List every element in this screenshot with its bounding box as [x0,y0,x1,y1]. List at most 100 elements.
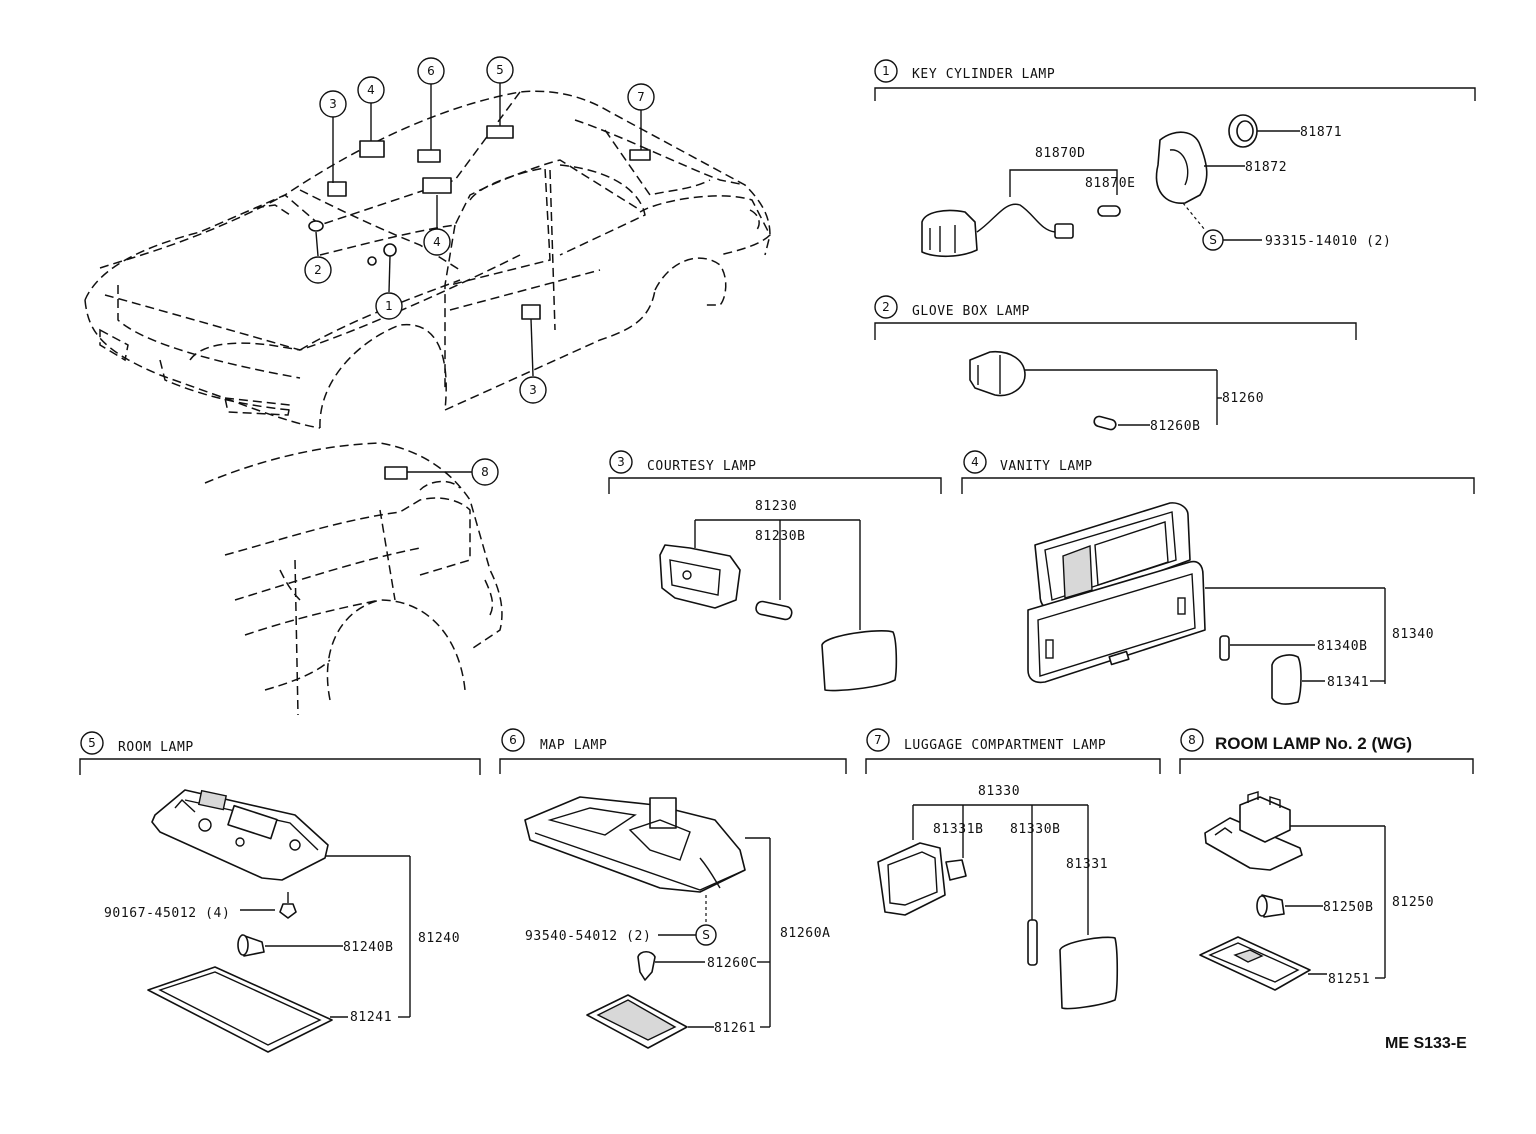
part-number: 81230B [755,529,806,544]
room-lamp-2-marker [384,466,408,480]
section-number: 7 [874,733,882,747]
section-number: 3 [617,455,625,469]
part-number: 81250 [1392,895,1434,910]
callout-3: 3 [329,97,337,111]
key-lamp-housing [1155,131,1208,204]
luggage-lamp-socket [945,859,967,881]
luggage-lamp-housing [877,842,946,916]
section-glove-box-lamp: 2 GLOVE BOX LAMP 81260 81260B [874,295,1357,434]
part-number: 81341 [1327,675,1369,690]
section-title: ROOM LAMP No. 2 (WG) [1215,734,1412,753]
courtesy-lens [821,630,898,692]
section-luggage-lamp: 7 LUGGAGE COMPARTMENT LAMP 81330 81331B … [865,728,1161,1010]
section-room-lamp-2: 8 ROOM LAMP No. 2 (WG) 81250 81250B 8125… [1179,728,1474,991]
section-number: 2 [882,300,890,314]
callout-3: 3 [529,383,537,397]
map-lamp-housing [524,796,746,893]
courtesy-lamp-marker [521,304,541,320]
key-cylinder-marker [383,243,397,257]
map-lamp-marker [417,149,441,163]
part-number: 93315-14010 (2) [1265,234,1391,249]
courtesy-bulb [755,600,793,621]
wagon-illustration [204,442,503,716]
luggage-lamp-bulb [1027,919,1038,966]
section-title: KEY CYLINDER LAMP [912,67,1055,82]
callout-6: 6 [427,64,435,78]
room-lamp-marker [486,125,514,139]
part-number: 81260B [1150,419,1201,434]
screw-symbol: S [1209,233,1217,247]
room-lamp-lens [147,966,333,1053]
vanity-bulb [1219,635,1230,661]
part-number: 81870D [1035,146,1086,161]
part-number: 81340B [1317,639,1368,654]
section-number: 6 [509,733,517,747]
callout-8: 8 [481,465,489,479]
part-number: 81260A [780,926,831,941]
section-title: COURTESY LAMP [647,459,757,474]
vanity-lamp-marker [422,177,452,194]
vanity-lens-cover [1271,654,1302,705]
callout-7: 7 [637,90,645,104]
part-number: 81240B [343,940,394,955]
map-lamp-switch [649,797,677,829]
part-number: 81230 [755,499,797,514]
part-number: 81340 [1392,627,1434,642]
screw-symbol: S [702,928,710,942]
section-title: ROOM LAMP [118,740,194,755]
part-number: 81331 [1066,857,1108,872]
glove-box-bulb [1093,415,1117,431]
part-number: 81260C [707,956,758,971]
section-key-cylinder-lamp: 1 KEY CYLINDER LAMP 81870D 81870E 81871 … [874,59,1476,258]
section-title: VANITY LAMP [1000,459,1093,474]
section-number: 5 [88,736,96,750]
part-number: 81872 [1245,160,1287,175]
room-lamp-2-lens [1199,936,1311,991]
callout-5: 5 [496,63,504,77]
luggage-lamp-marker [629,149,651,161]
part-number: 93540-54012 (2) [525,929,651,944]
part-number: 81241 [350,1010,392,1025]
section-map-lamp: 6 MAP LAMP 81260A S 93540-54012 (2) 8126… [499,728,847,1049]
part-number: 81260 [1222,391,1264,406]
room-lamp-screw [279,903,297,919]
key-lamp-bulb [1097,205,1121,217]
callout-1: 1 [385,299,393,313]
part-number: 81331B [933,822,984,837]
callout-2: 2 [314,263,322,277]
room-lamp-housing [151,789,329,881]
courtesy-lamp-marker [327,181,347,197]
glove-box-socket [969,350,1026,397]
part-number: 81330B [1010,822,1061,837]
part-number: 90167-45012 (4) [104,906,230,921]
callout-4: 4 [367,83,375,97]
section-number: 4 [971,455,979,469]
key-lamp-socket [921,209,978,258]
part-number: 81330 [978,784,1020,799]
sedan-illustration [84,83,771,429]
section-courtesy-lamp: 3 COURTESY LAMP 81230 81230B [608,450,942,692]
part-number: 81240 [418,931,460,946]
part-number: 81261 [714,1021,756,1036]
part-number: 81870E [1085,176,1136,191]
glove-box-lamp-marker [308,220,324,232]
map-lamp-bulb [637,950,656,981]
section-number: 1 [882,64,890,78]
vanity-lamp-marker [359,140,385,158]
luggage-lamp-lens [1059,936,1119,1010]
part-number: 81251 [1328,972,1370,987]
callout-4: 4 [433,235,441,249]
part-number: 81871 [1300,125,1342,140]
section-number: 8 [1188,733,1196,747]
section-vanity-lamp: 4 VANITY LAMP 81340 81340B 81341 [961,450,1475,705]
part-number: 81250B [1323,900,1374,915]
car-callouts: 3 4 6 5 7 4 2 1 3 8 [304,56,655,486]
section-title: MAP LAMP [540,738,607,753]
diagram-id: ME S133-E [1385,1035,1467,1052]
section-room-lamp: 5 ROOM LAMP 81240 90167-45012 (4) 81240B… [79,731,481,1053]
courtesy-lamp-socket [659,544,741,609]
vanity-lamp-lens [1027,560,1206,684]
section-title: LUGGAGE COMPARTMENT LAMP [904,738,1106,753]
section-title: GLOVE BOX LAMP [912,304,1030,319]
